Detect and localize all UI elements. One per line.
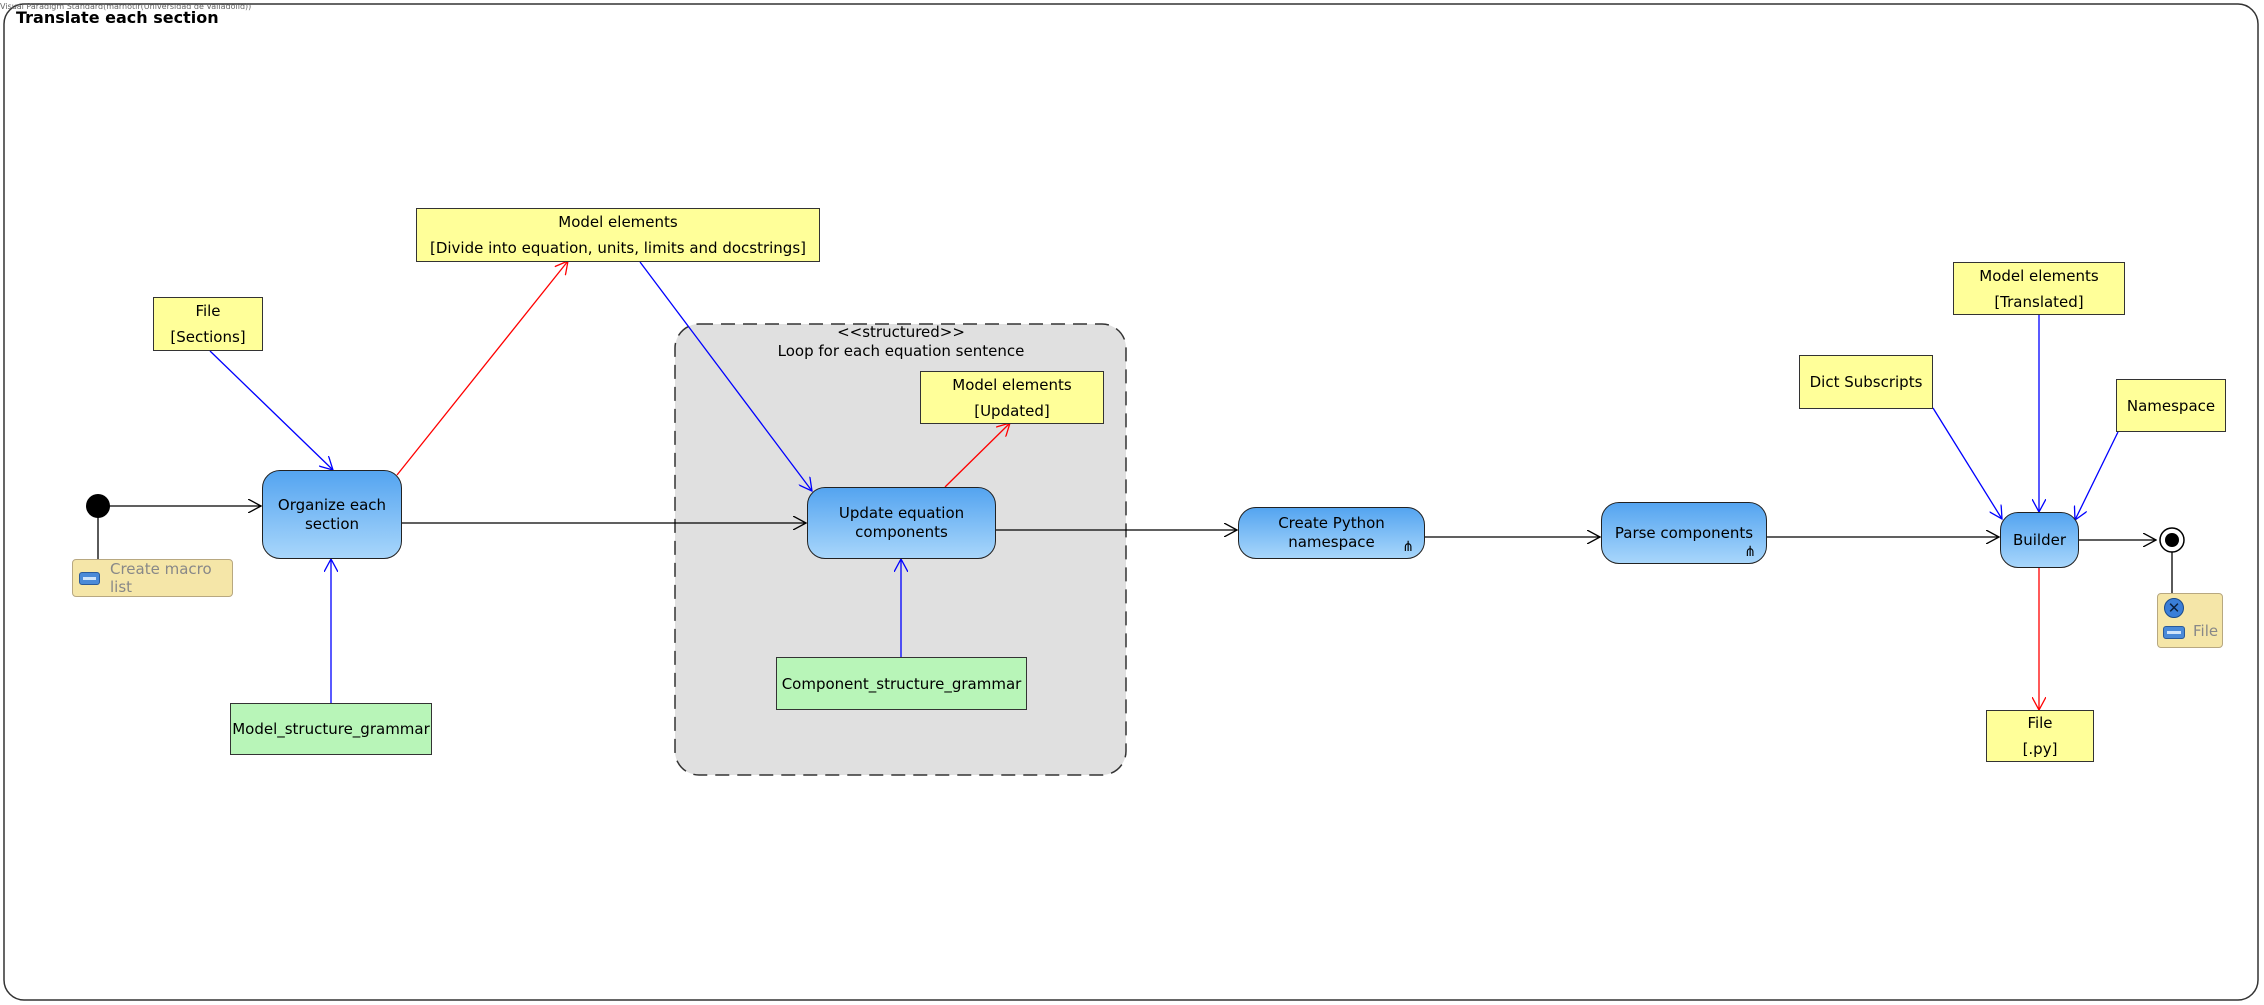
pin-label: File (2193, 622, 2219, 640)
action-label: Organize each section (277, 495, 387, 533)
action-parse-components[interactable]: Parse components ⋔ (1601, 502, 1767, 564)
call-behavior-fork-icon: ⋔ (1744, 544, 1756, 560)
note-title: File (2027, 714, 2053, 732)
note-title: Model elements (558, 213, 678, 231)
object-flow-file-to-organize (209, 350, 333, 470)
frame-title: Translate each section (16, 8, 219, 27)
note-state: [.py] (2022, 740, 2058, 758)
pin-create-macro-list[interactable]: Create macro list (72, 559, 233, 597)
note-state: [Divide into equation, units, limits and… (429, 239, 806, 257)
action-create-python-namespace[interactable]: Create Python namespace ⋔ (1238, 507, 1425, 559)
note-state: [Updated] (974, 401, 1050, 420)
action-organize-section[interactable]: Organize each section (262, 470, 402, 559)
action-update-equation-components[interactable]: Update equation components (807, 487, 996, 559)
object-flow-dict-to-builder (1932, 407, 2002, 519)
grammar-model-structure[interactable]: Model_structure_grammar (230, 703, 432, 755)
grammar-component-structure[interactable]: Component_structure_grammar (776, 657, 1027, 710)
note-file-py[interactable]: File [.py] (1986, 710, 2094, 762)
note-title: Namespace (2126, 396, 2216, 415)
note-model-elements-updated[interactable]: Model elements [Updated] (920, 371, 1104, 424)
ui-component-icon (79, 571, 100, 585)
note-model-elements-divide[interactable]: Model elements [Divide into equation, un… (416, 208, 820, 262)
note-namespace[interactable]: Namespace (2116, 379, 2226, 432)
note-title: Model elements (952, 375, 1072, 394)
activity-final-node-core (2165, 533, 2179, 547)
action-label: Create Python namespace (1278, 514, 1385, 551)
action-label: Update equation components (838, 504, 965, 541)
object-flow-organize-to-model (396, 261, 568, 476)
note-state: [Sections] (170, 328, 246, 346)
cancel-x-icon: ✕ (2164, 598, 2184, 618)
object-flow-namespace-to-builder (2075, 431, 2119, 520)
action-builder[interactable]: Builder (2000, 512, 2079, 568)
region-name: Loop for each equation sentence (777, 342, 1025, 360)
ui-component-icon (2163, 626, 2185, 639)
object-flow-model-to-update (639, 261, 812, 491)
region-label: <<structured>> Loop for each equation se… (671, 323, 1131, 361)
call-behavior-fork-icon: ⋔ (1402, 539, 1414, 555)
note-title: Dict Subscripts (1809, 373, 1923, 391)
initial-node (86, 494, 110, 518)
note-file-sections[interactable]: File [Sections] (153, 297, 263, 351)
pin-label: Create macro list (109, 560, 212, 596)
watermark: Visual Paradigm Standard(marnotir(Univer… (0, 2, 252, 11)
action-label: Parse components (1614, 523, 1754, 542)
region-stereotype: <<structured>> (837, 323, 965, 341)
note-title: Model elements (1979, 266, 2099, 285)
note-model-elements-translated[interactable]: Model elements [Translated] (1953, 262, 2125, 315)
note-title: File (195, 302, 221, 320)
pin-file[interactable]: ✕ File (2157, 593, 2223, 648)
note-state: [Translated] (1994, 292, 2084, 311)
object-flow-update-to-updated (944, 423, 1010, 488)
note-dict-subscripts[interactable]: Dict Subscripts (1799, 355, 1933, 409)
action-label: Builder (2012, 530, 2067, 549)
